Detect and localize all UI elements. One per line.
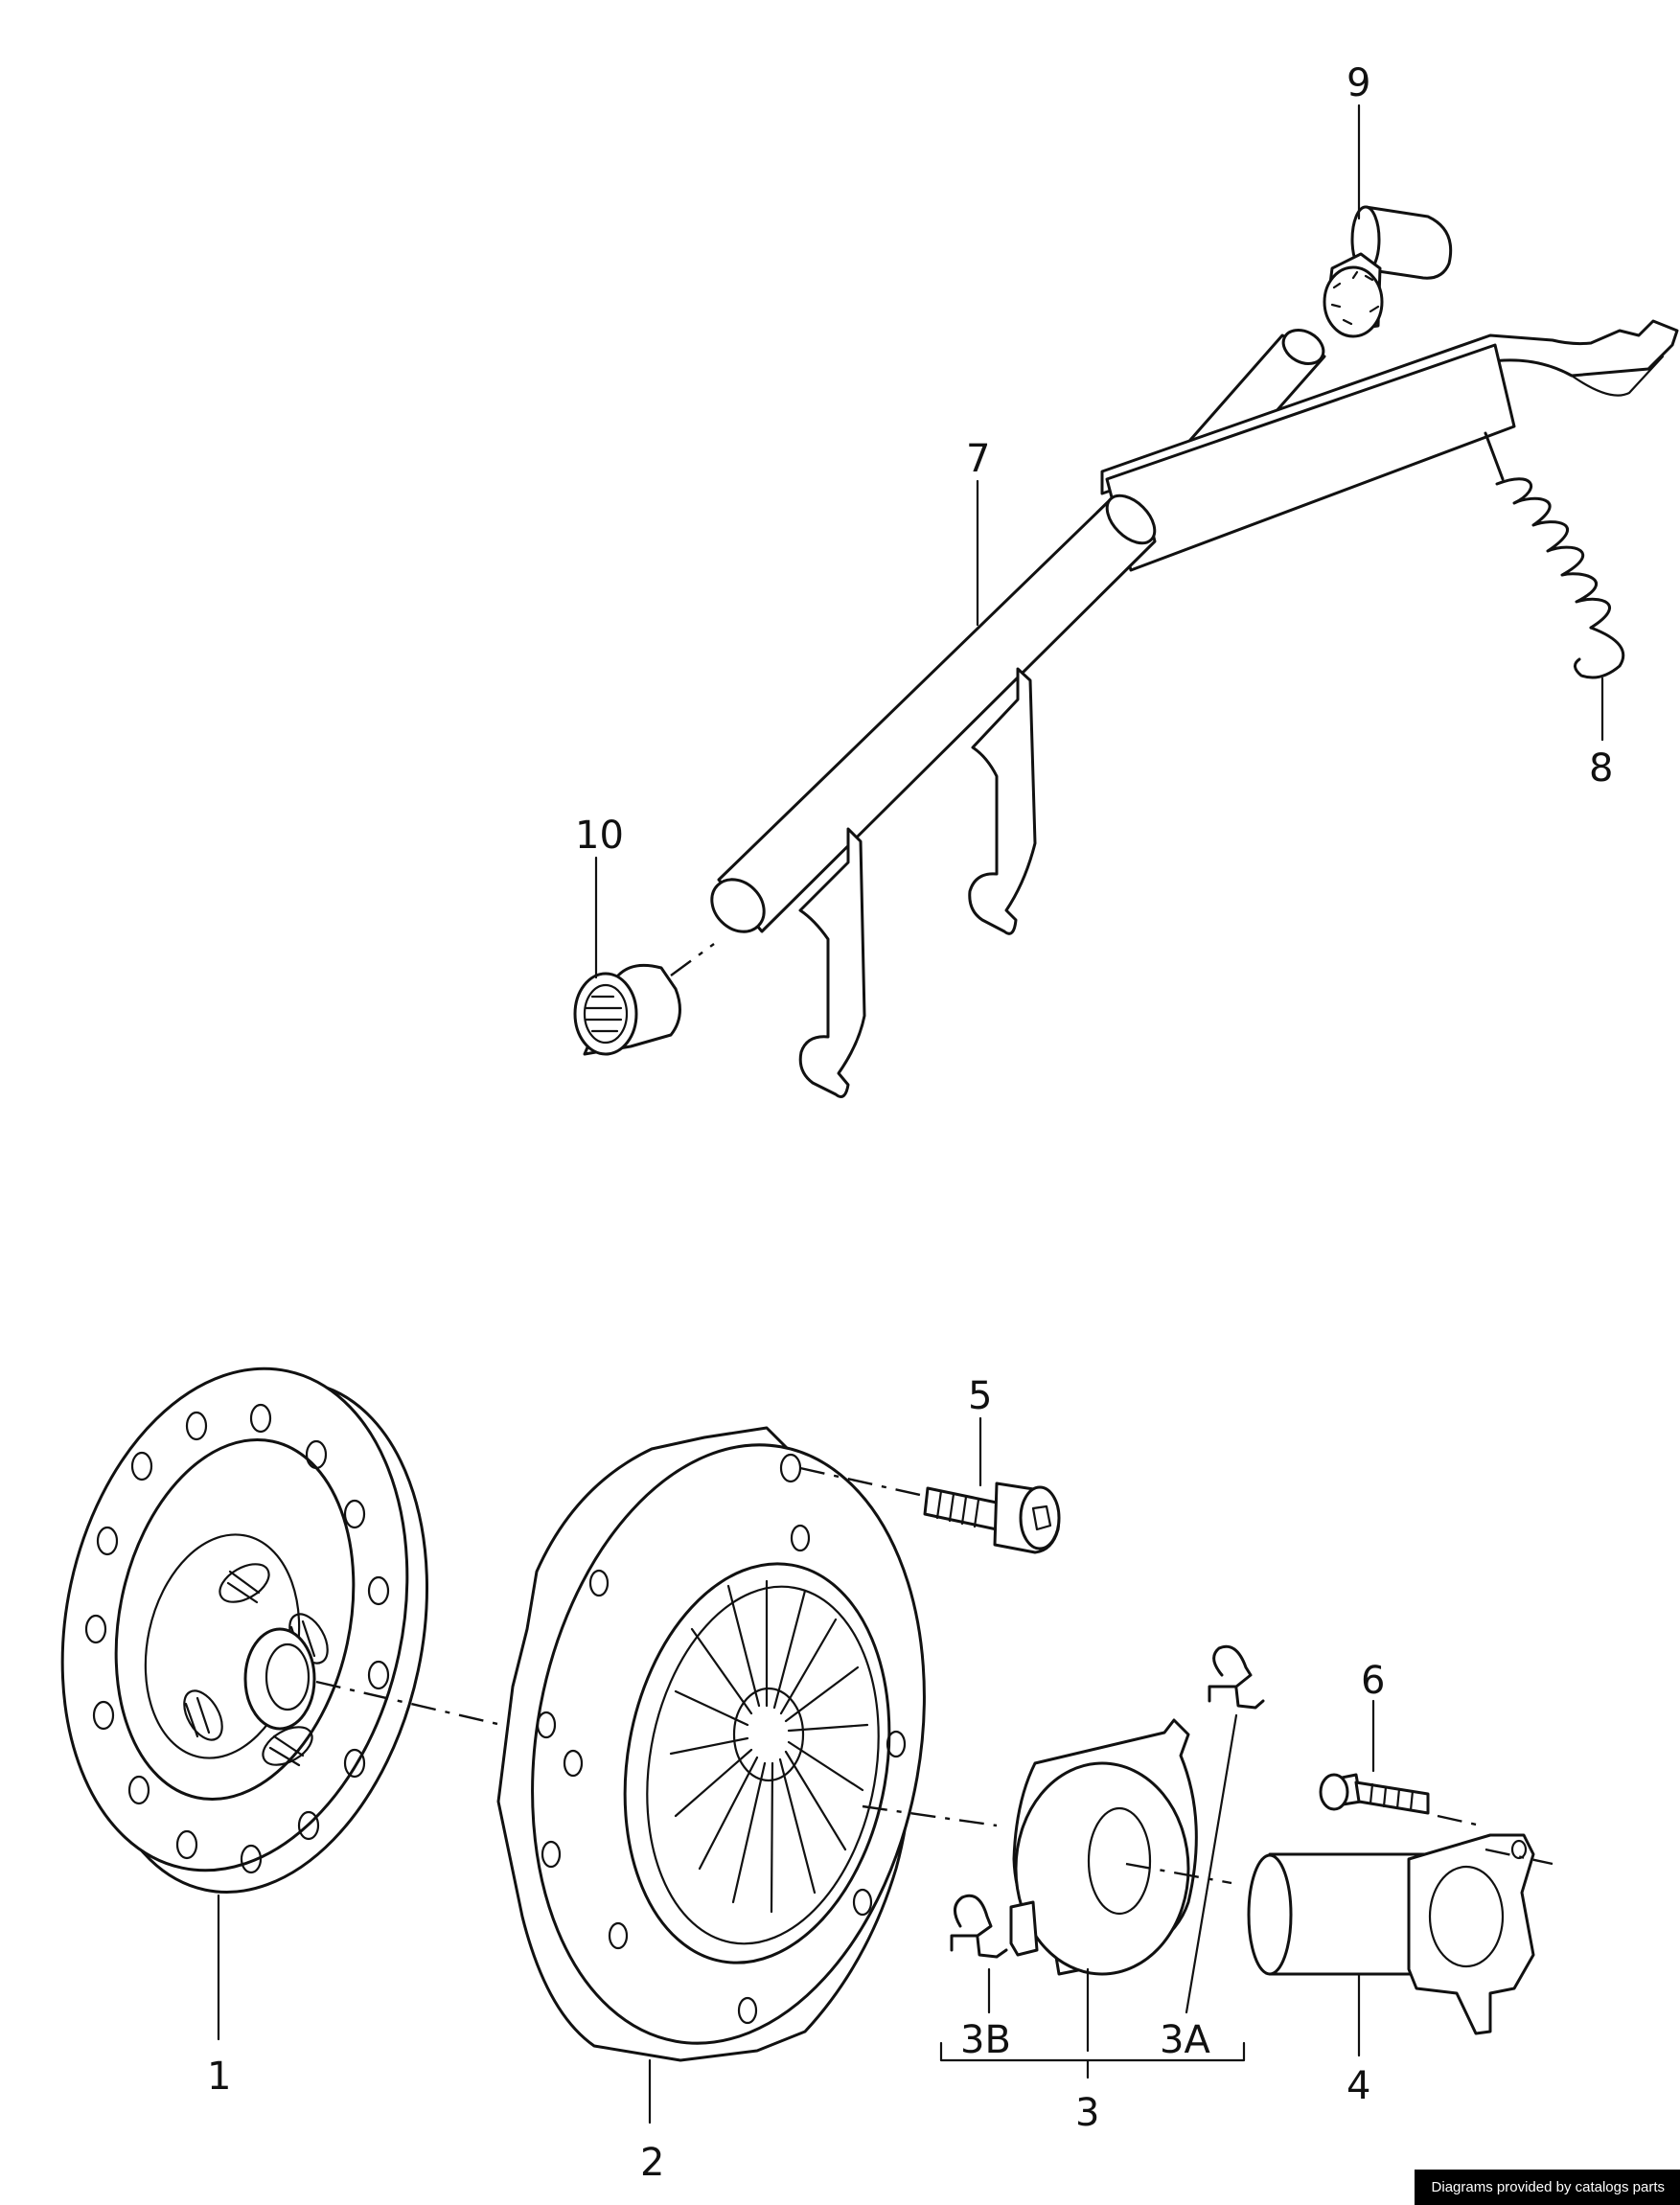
callout-3B: 3B [960,2018,1011,2062]
part-8-return-spring[interactable] [1484,431,1625,679]
part-3A-retaining-clip[interactable] [1208,1644,1265,1710]
part-7-release-shaft[interactable] [702,319,1679,1098]
callout-5: 5 [968,1374,992,1418]
callout-7: 7 [966,437,990,481]
callout-4: 4 [1346,2064,1370,2108]
part-6-hex-bolt[interactable] [1319,1773,1482,1827]
part-3B-retaining-clip[interactable] [950,1894,1008,1959]
leader-3A [1185,1713,1238,2014]
callout-3: 3 [1075,2091,1099,2135]
callout-8: 8 [1589,746,1613,791]
callout-labels: 9 7 8 10 5 6 1 2 3B 3A 3 4 [207,61,1613,2185]
callout-3A: 3A [1160,2018,1210,2062]
release-shaft-assembly [573,103,1679,1098]
disc-damper-springs [183,1563,329,1767]
part-10-needle-bushing[interactable] [573,943,715,1056]
part-3-release-bearing[interactable] [1009,1718,1232,1976]
bracket-3 [939,2041,1246,2079]
disc-bolt-holes [84,1403,390,1874]
callout-2: 2 [640,2141,664,2185]
pressure-plate-rim-holes [536,1453,907,2025]
callout-1: 1 [207,2055,231,2099]
part-9-bushing[interactable] [1323,205,1453,338]
part-2-pressure-plate[interactable] [487,1413,998,2075]
part-5-socket-bolt[interactable] [799,1466,1061,1554]
part-4-guide-sleeve[interactable] [1247,1833,1553,2035]
credit-footer: Diagrams provided by catalogs parts [1414,2170,1680,2205]
clutch-assembly [18,1336,1553,2125]
callout-9: 9 [1346,61,1370,105]
callout-10: 10 [575,814,624,858]
part-1-clutch-disc[interactable] [18,1336,523,1923]
diaphragm-spring-fingers [669,1579,869,1914]
callout-6: 6 [1361,1659,1385,1703]
